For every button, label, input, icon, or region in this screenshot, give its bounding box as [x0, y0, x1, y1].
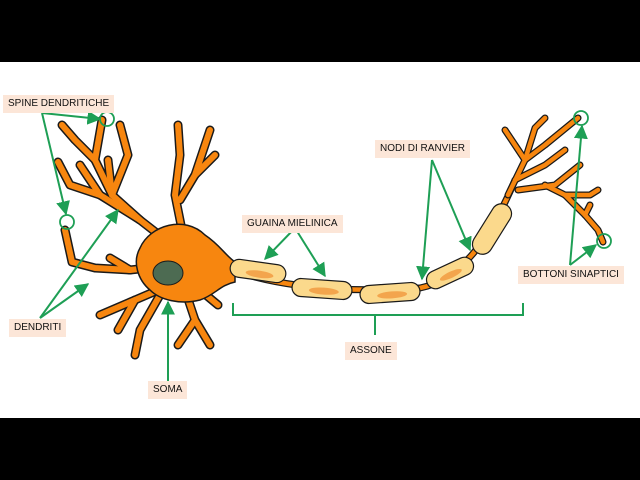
arrow-nodi-2 — [431, 159, 472, 252]
terminal-highlight-bottom — [596, 233, 612, 249]
label-guaina-mielinica: GUAINA MIELINICA — [242, 215, 343, 233]
label-bottoni-sinaptici: BOTTONI SINAPTICI — [518, 266, 624, 284]
axon-terminals — [501, 114, 607, 246]
label-spine-dendritiche: SPINE DENDRITICHE — [3, 95, 115, 113]
nucleus — [152, 260, 184, 286]
soma-body — [135, 223, 236, 303]
label-soma: SOMA — [148, 381, 188, 399]
arrow-spine-2 — [41, 112, 70, 216]
arrow-dendriti-2 — [39, 283, 90, 319]
arrow-bottoni-2 — [569, 244, 598, 266]
myelin-sheath — [229, 203, 513, 305]
arrow-spine-1 — [41, 110, 102, 125]
arrow-bottoni-1 — [569, 124, 588, 266]
pointer-arrows — [39, 110, 598, 382]
diagram-area: SPINE DENDRITICHE DENDRITI SOMA GUAINA M… — [0, 62, 640, 418]
arrow-guaina-2 — [294, 227, 326, 278]
neuron-diagram — [39, 110, 612, 382]
arrow-dendriti-1 — [39, 208, 119, 319]
arrow-guaina-1 — [264, 227, 296, 261]
arrow-nodi-1 — [416, 159, 433, 281]
label-assone: ASSONE — [345, 342, 397, 360]
label-nodi-di-ranvier: NODI DI RANVIER — [375, 140, 471, 158]
label-dendriti: DENDRITI — [9, 319, 67, 337]
axon-brace — [232, 303, 524, 316]
